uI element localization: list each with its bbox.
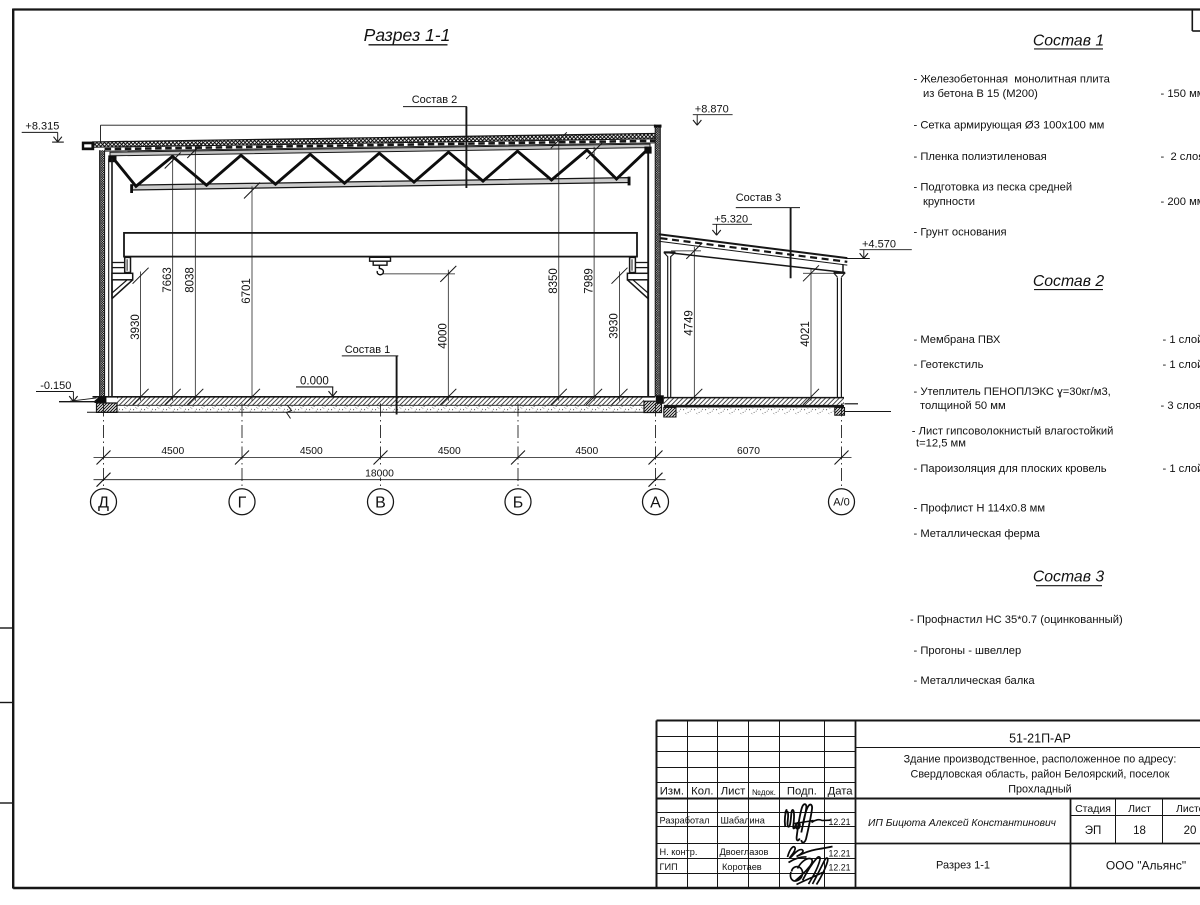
svg-text:8350: 8350 bbox=[548, 268, 560, 294]
svg-text:- Мембрана ПВХ: - Мембрана ПВХ bbox=[914, 334, 1001, 346]
svg-text:- Сетка армирующая Ø3 100х100: - Сетка армирующая Ø3 100х100 мм bbox=[914, 119, 1105, 131]
svg-text:- Грунт основания: - Грунт основания bbox=[914, 227, 1007, 239]
svg-text:- 150 мм: - 150 мм bbox=[1161, 88, 1200, 100]
svg-text:- Лист гипсоволокнистый влагос: - Лист гипсоволокнистый влагостойкий bbox=[912, 426, 1114, 438]
svg-text:- Профнастил НС 35*0.7 (оцинко: - Профнастил НС 35*0.7 (оцинкованный) bbox=[910, 614, 1123, 626]
svg-text:ИП Бицюта Алексей Константинов: ИП Бицюта Алексей Константинович bbox=[868, 818, 1057, 829]
svg-text:- Пароизоляция для плоских кро: - Пароизоляция для плоских кровель bbox=[914, 463, 1107, 475]
svg-text:В: В bbox=[375, 495, 386, 512]
svg-text:18: 18 bbox=[1133, 825, 1146, 837]
svg-text:6701: 6701 bbox=[241, 278, 253, 304]
svg-text:- Железобетонная монолитная п: - Железобетонная монолитная плита bbox=[914, 74, 1111, 86]
svg-text:12.21: 12.21 bbox=[829, 848, 851, 858]
svg-text:+4.570: +4.570 bbox=[862, 239, 896, 251]
svg-text:Шабалина: Шабалина bbox=[721, 815, 766, 825]
svg-text:Состав 2: Состав 2 bbox=[412, 94, 458, 106]
svg-text:+8.870: +8.870 bbox=[695, 104, 729, 116]
svg-text:ООО "Альянс": ООО "Альянс" bbox=[1106, 859, 1186, 873]
svg-text:20: 20 bbox=[1184, 825, 1197, 837]
svg-text:3930: 3930 bbox=[130, 314, 142, 340]
svg-text:Состав 3: Состав 3 bbox=[1033, 569, 1104, 586]
svg-text:Разрез 1-1: Разрез 1-1 bbox=[364, 25, 451, 45]
svg-text:толщиной 50 мм: толщиной 50 мм bbox=[920, 400, 1006, 412]
svg-text:7663: 7663 bbox=[162, 267, 174, 293]
svg-text:6070: 6070 bbox=[737, 446, 760, 457]
svg-text:- Профлист Н 114х0.8 мм: - Профлист Н 114х0.8 мм bbox=[914, 503, 1046, 515]
svg-text:Н. контр.: Н. контр. bbox=[660, 847, 698, 857]
svg-text:Дата: Дата bbox=[828, 786, 854, 798]
svg-text:4500: 4500 bbox=[300, 446, 323, 457]
svg-text:- Металлическая балка: - Металлическая балка bbox=[914, 675, 1036, 687]
svg-text:Разработал: Разработал bbox=[660, 815, 710, 825]
svg-text:Стадия: Стадия bbox=[1075, 803, 1111, 815]
svg-text:- Металлическая ферма: - Металлическая ферма bbox=[914, 528, 1041, 540]
svg-text:-0.150: -0.150 bbox=[40, 380, 71, 392]
svg-text:Состав 1: Состав 1 bbox=[1033, 33, 1104, 50]
svg-text:+8.315: +8.315 bbox=[25, 121, 59, 133]
svg-text:4749: 4749 bbox=[684, 310, 696, 336]
svg-text:- Подготовка из песка средней: - Подготовка из песка средней bbox=[914, 182, 1073, 194]
svg-text:4021: 4021 bbox=[800, 321, 812, 347]
svg-text:Свердловская область, район Бе: Свердловская область, район Белоярский, … bbox=[911, 768, 1170, 780]
svg-text:- 3 слоя: - 3 слоя bbox=[1161, 400, 1200, 412]
svg-text:- 200 мм: - 200 мм bbox=[1161, 196, 1200, 208]
svg-text:12.21: 12.21 bbox=[829, 862, 851, 872]
svg-text:Прохладный: Прохладный bbox=[1008, 783, 1071, 795]
svg-text:18000: 18000 bbox=[365, 468, 394, 479]
svg-text:- Утеплитель ПЕНОПЛЭКС ɣ=30кг/: - Утеплитель ПЕНОПЛЭКС ɣ=30кг/м3, bbox=[914, 386, 1111, 398]
svg-text:4000: 4000 bbox=[438, 323, 450, 349]
svg-text:- 1 слой: - 1 слой bbox=[1163, 463, 1200, 475]
svg-text:ГИП: ГИП bbox=[660, 862, 678, 872]
svg-text:А/0: А/0 bbox=[833, 497, 850, 509]
svg-text:- Пленка полиэтиленовая: - Пленка полиэтиленовая bbox=[914, 151, 1047, 163]
svg-text:0.000: 0.000 bbox=[300, 375, 329, 387]
svg-text:+5.320: +5.320 bbox=[714, 213, 748, 225]
svg-text:4500: 4500 bbox=[161, 446, 184, 457]
svg-text:Состав 1: Состав 1 bbox=[345, 344, 391, 356]
svg-text:из бетона В 15 (М200): из бетона В 15 (М200) bbox=[923, 88, 1038, 100]
svg-text:Коротаев: Коротаев bbox=[722, 862, 762, 872]
svg-text:Г: Г bbox=[238, 495, 247, 512]
svg-text:Разрез 1-1: Разрез 1-1 bbox=[936, 860, 990, 872]
svg-text:t=12,5 мм: t=12,5 мм bbox=[916, 438, 966, 450]
svg-text:А: А bbox=[650, 495, 661, 512]
svg-text:Б: Б bbox=[513, 495, 524, 512]
svg-text:Кол.: Кол. bbox=[691, 786, 713, 798]
svg-text:Состав 3: Состав 3 bbox=[736, 192, 782, 204]
svg-text:12.21: 12.21 bbox=[829, 817, 851, 827]
svg-text:Подп.: Подп. bbox=[787, 786, 817, 798]
svg-text:Д: Д bbox=[98, 495, 109, 512]
svg-text:4500: 4500 bbox=[438, 446, 461, 457]
svg-text:Лист: Лист bbox=[721, 786, 746, 798]
svg-text:крупности: крупности bbox=[923, 196, 975, 208]
svg-text:3930: 3930 bbox=[609, 313, 621, 339]
svg-text:Здание производственное, распо: Здание производственное, расположенное п… bbox=[904, 753, 1177, 765]
svg-text:№док.: №док. bbox=[752, 788, 776, 797]
svg-text:- 1 слой: - 1 слой bbox=[1163, 334, 1200, 346]
svg-text:4500: 4500 bbox=[575, 446, 598, 457]
svg-text:7989: 7989 bbox=[583, 268, 595, 294]
svg-text:- Геотекстиль: - Геотекстиль bbox=[914, 359, 984, 371]
svg-text:Двоеглазов: Двоеглазов bbox=[720, 847, 769, 857]
svg-text:Состав 2: Состав 2 bbox=[1033, 273, 1104, 290]
svg-text:- 2 слоя: - 2 слоя bbox=[1161, 151, 1200, 163]
svg-text:Листов: Листов bbox=[1176, 803, 1200, 815]
svg-text:Лист: Лист bbox=[1128, 803, 1151, 815]
svg-text:- Прогоны - швеллер: - Прогоны - швеллер bbox=[914, 645, 1022, 657]
svg-text:Изм.: Изм. bbox=[660, 786, 684, 798]
svg-text:51-21П-АР: 51-21П-АР bbox=[1009, 731, 1071, 745]
svg-text:8038: 8038 bbox=[185, 267, 197, 293]
svg-text:- 1 слой: - 1 слой bbox=[1163, 359, 1200, 371]
svg-text:ЭП: ЭП bbox=[1085, 825, 1102, 837]
